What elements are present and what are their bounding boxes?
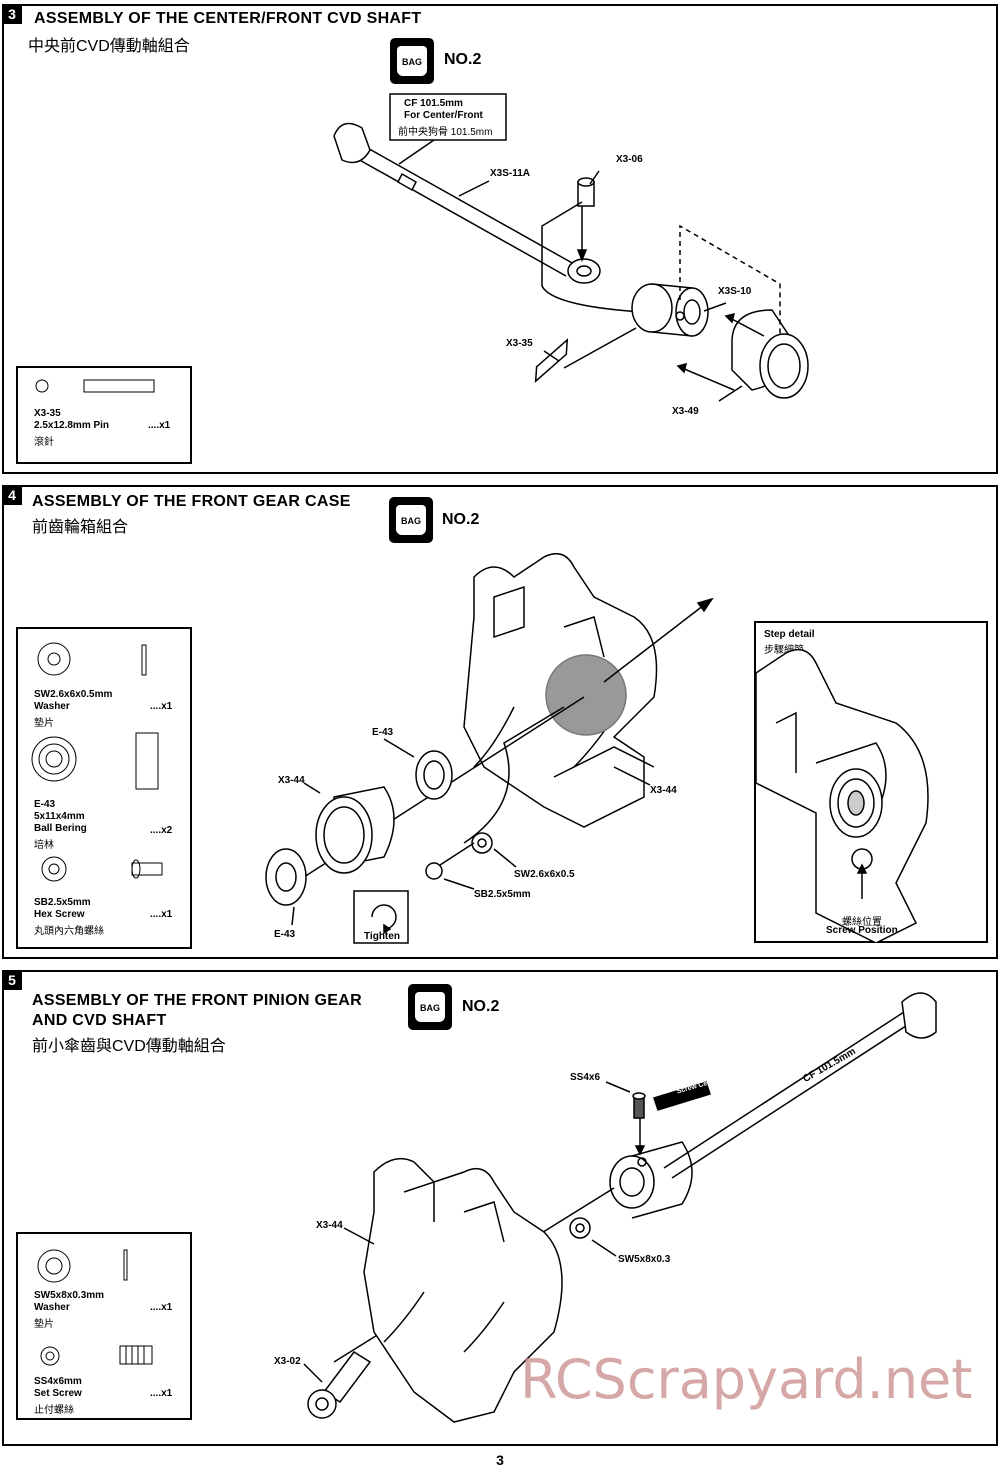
detail-title-cn: 步驟細節: [764, 645, 804, 656]
label-x3s-10: X3S-10: [718, 286, 752, 297]
step-subtitle: 中央前CVD傳動軸組合: [28, 38, 190, 55]
bag-number: NO.2: [462, 998, 500, 1015]
part-pin-icon: [35, 379, 155, 393]
step-title: ASSEMBLY OF THE CENTER/FRONT CVD SHAFT: [34, 10, 422, 27]
part-qty: ....x1: [150, 701, 173, 712]
part-code: E-43: [34, 799, 56, 810]
part-desc: 2.5x12.8mm Pin: [34, 420, 110, 431]
label-x3-35: X3-35: [506, 338, 533, 349]
section-4: 4 ASSEMBLY OF THE FRONT GEAR CASE 前齒輪箱組合…: [2, 485, 998, 959]
parts-list: X3-35 2.5x12.8mm Pin ....x1 滾針: [16, 366, 192, 464]
step-subtitle: 前齒輪箱組合: [32, 519, 129, 536]
screw-position-cn: 螺絲位置: [842, 917, 882, 928]
parts-icons: [31, 642, 163, 882]
detail-title: Step detail: [764, 629, 815, 640]
part-cn: 墊片: [34, 718, 54, 729]
parts-list: SW2.6x6x0.5mm Washer ....x1 墊片 E-43 5x11…: [16, 627, 192, 949]
label-x3-02: X3-02: [274, 1356, 301, 1367]
pinion-diagram: [303, 992, 937, 1423]
label-x3-44: X3-44: [316, 1220, 343, 1231]
part-desc: Hex Screw: [34, 909, 85, 920]
part-desc: Ball Bering: [34, 823, 87, 834]
callout-line1: CF 101.5mm: [404, 98, 463, 109]
parts-icons: [37, 1249, 153, 1366]
detail-diagram: [756, 648, 929, 943]
part-desc: Washer: [34, 1302, 70, 1313]
part-cn: 丸頭內六角螺絲: [34, 926, 104, 937]
label-e43-top: E-43: [372, 727, 394, 738]
screw-position: Screw Position: [826, 925, 898, 936]
part-qty: ....x1: [150, 909, 173, 920]
page-number: 3: [496, 1452, 504, 1468]
parts-list: SW5x8x0.3mm Washer ....x1 墊片 SS4x6mm Set…: [16, 1232, 192, 1420]
step-detail-box: Step detail 步驟細節 螺絲位置 Screw Position: [754, 621, 988, 943]
section-5: 5 ASSEMBLY OF THE FRONT PINION GEAR AND …: [2, 970, 998, 1446]
step-number: 4: [2, 485, 22, 505]
label-x3-49: X3-49: [672, 406, 699, 417]
part-size: 5x11x4mm: [34, 811, 85, 822]
part-qty: ....x1: [148, 420, 171, 431]
label-sw5x8x0-3: SW5x8x0.3: [618, 1254, 671, 1265]
label-x3-44-right: X3-44: [650, 785, 677, 796]
part-code: SS4x6mm: [34, 1376, 82, 1387]
bag-number: NO.2: [442, 511, 480, 528]
label-x3-06: X3-06: [616, 154, 643, 165]
section-3: 3 ASSEMBLY OF THE CENTER/FRONT CVD SHAFT…: [2, 4, 998, 474]
part-code: X3-35: [34, 408, 61, 419]
part-qty: ....x2: [150, 825, 173, 836]
part-cn: 墊片: [34, 1319, 54, 1330]
part-code: SB2.5x5mm: [34, 897, 91, 908]
label-e43-bottom: E-43: [274, 929, 296, 940]
label-washer: SW2.6x6x0.5: [514, 869, 575, 880]
part-qty: ....x1: [150, 1388, 173, 1399]
part-cn: 止付螺絲: [34, 1405, 74, 1416]
part-qty: ....x1: [150, 1302, 173, 1313]
step-number: 5: [2, 970, 22, 990]
cvd-shaft-diagram: [333, 93, 809, 402]
bag-number: NO.2: [444, 51, 482, 68]
label-tighten: Tighten: [364, 931, 400, 942]
part-code: SW5x8x0.3mm: [34, 1290, 105, 1301]
bag-icon: BAG: [390, 38, 434, 84]
part-cn: 滾針: [34, 437, 54, 448]
bag-icon: BAG: [389, 497, 433, 543]
part-cn: 培林: [34, 840, 54, 851]
bag-icon: BAG: [408, 984, 452, 1030]
step-title-line2: AND CVD SHAFT: [32, 1012, 167, 1029]
watermark: RCScrapyard.net: [520, 1348, 973, 1411]
gear-case-diagram: [265, 552, 714, 944]
label-x3-44-left: X3-44: [278, 775, 305, 786]
part-desc: Washer: [34, 701, 70, 712]
step-title: ASSEMBLY OF THE FRONT PINION GEAR: [32, 992, 362, 1009]
callout-line3: 前中央狗骨 101.5mm: [398, 127, 493, 138]
step-subtitle: 前小傘齒與CVD傳動軸組合: [32, 1038, 226, 1055]
part-code: SW2.6x6x0.5mm: [34, 689, 113, 700]
part-desc: Set Screw: [34, 1388, 82, 1399]
step-number: 3: [2, 4, 22, 24]
label-ss4x6: SS4x6: [570, 1072, 601, 1083]
step-title: ASSEMBLY OF THE FRONT GEAR CASE: [32, 493, 351, 510]
label-screw: SB2.5x5mm: [474, 889, 531, 900]
label-x3s-11a: X3S-11A: [490, 168, 531, 179]
callout-line2: For Center/Front: [404, 110, 483, 121]
